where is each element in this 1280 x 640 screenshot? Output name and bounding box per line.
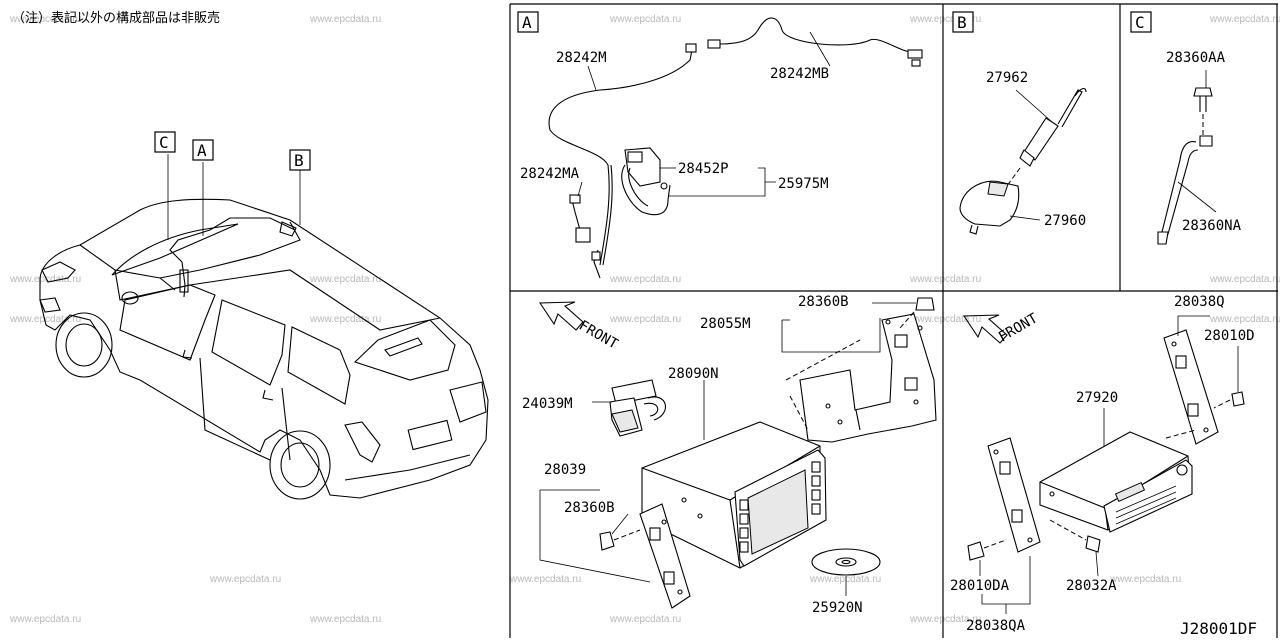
watermark: www.epcdata.ru (9, 14, 81, 25)
section-b: B (952, 11, 1087, 235)
callout-b-label: B (294, 151, 304, 170)
part-25975M: 25975M (778, 176, 829, 192)
part-28242MB: 28242MB (770, 66, 829, 82)
part-28360B-top: 28360B (798, 294, 849, 310)
watermark: www.epcdata.ru (1109, 574, 1181, 585)
part-28452P: 28452P (678, 161, 729, 177)
section-navigation-unit: FRONT (538, 297, 937, 609)
part-27960: 27960 (1044, 213, 1086, 229)
watermark: www.epcdata.ru (309, 314, 381, 325)
section-c-label: C (1135, 13, 1145, 32)
watermark: www.epcdata.ru (609, 274, 681, 285)
watermark: www.epcdata.ru (209, 574, 281, 585)
section-a: A (517, 11, 923, 279)
part-28010D: 28010D (1204, 328, 1255, 344)
callout-c-label: C (159, 133, 169, 152)
part-28242M: 28242M (556, 50, 607, 66)
front-label-2: FRONT (996, 310, 1041, 345)
watermark: www.epcdata.ru (9, 274, 81, 285)
watermark: www.epcdata.ru (9, 614, 81, 625)
watermark: www.epcdata.ru (509, 574, 581, 585)
vehicle-overview (39, 154, 489, 500)
watermark: www.epcdata.ru (609, 314, 681, 325)
watermark: www.epcdata.ru (609, 14, 681, 25)
diagram-code: J28001DF (1180, 619, 1257, 638)
watermark: www.epcdata.ru (1209, 274, 1280, 285)
watermark: www.epcdata.ru (909, 314, 981, 325)
part-28055M: 28055M (700, 316, 751, 332)
watermark: www.epcdata.ru (1209, 14, 1280, 25)
section-b-label: B (957, 13, 967, 32)
part-28090N: 28090N (668, 366, 719, 382)
panel-borders (509, 3, 1278, 638)
watermark: www.epcdata.ru (309, 14, 381, 25)
part-28360AA: 28360AA (1166, 50, 1226, 66)
watermark: www.epcdata.ru (809, 574, 881, 585)
part-28038Q: 28038Q (1174, 294, 1225, 310)
part-24039M: 24039M (522, 396, 573, 412)
part-27920: 27920 (1076, 390, 1118, 406)
part-28010DA: 28010DA (950, 578, 1010, 594)
part-25920N: 25920N (812, 600, 863, 616)
section-c: C (1130, 11, 1217, 245)
watermark-layer: www.epcdata.ru www.epcdata.ru www.epcdat… (9, 14, 1280, 625)
part-28038QA: 28038QA (966, 618, 1026, 634)
part-27962: 27962 (986, 70, 1028, 86)
callout-b: B (289, 149, 311, 171)
watermark: www.epcdata.ru (609, 614, 681, 625)
watermark: www.epcdata.ru (1209, 314, 1280, 325)
watermark: www.epcdata.ru (309, 614, 381, 625)
callout-a: A (192, 139, 214, 161)
note-text: （注）表記以外の構成部品は非販売 (12, 10, 220, 26)
part-28360B-bottom: 28360B (564, 500, 615, 516)
watermark: www.epcdata.ru (909, 14, 981, 25)
callout-c: C (154, 131, 176, 153)
part-28032A: 28032A (1066, 578, 1117, 594)
section-a-label: A (522, 13, 532, 32)
watermark: www.epcdata.ru (909, 614, 981, 625)
watermark: www.epcdata.ru (309, 274, 381, 285)
section-audio-unit: FRONT (962, 310, 1245, 614)
part-28360NA: 28360NA (1182, 218, 1242, 234)
callout-a-label: A (197, 141, 207, 160)
part-28039: 28039 (544, 462, 586, 478)
watermark: www.epcdata.ru (909, 274, 981, 285)
part-28242MA: 28242MA (520, 166, 580, 182)
